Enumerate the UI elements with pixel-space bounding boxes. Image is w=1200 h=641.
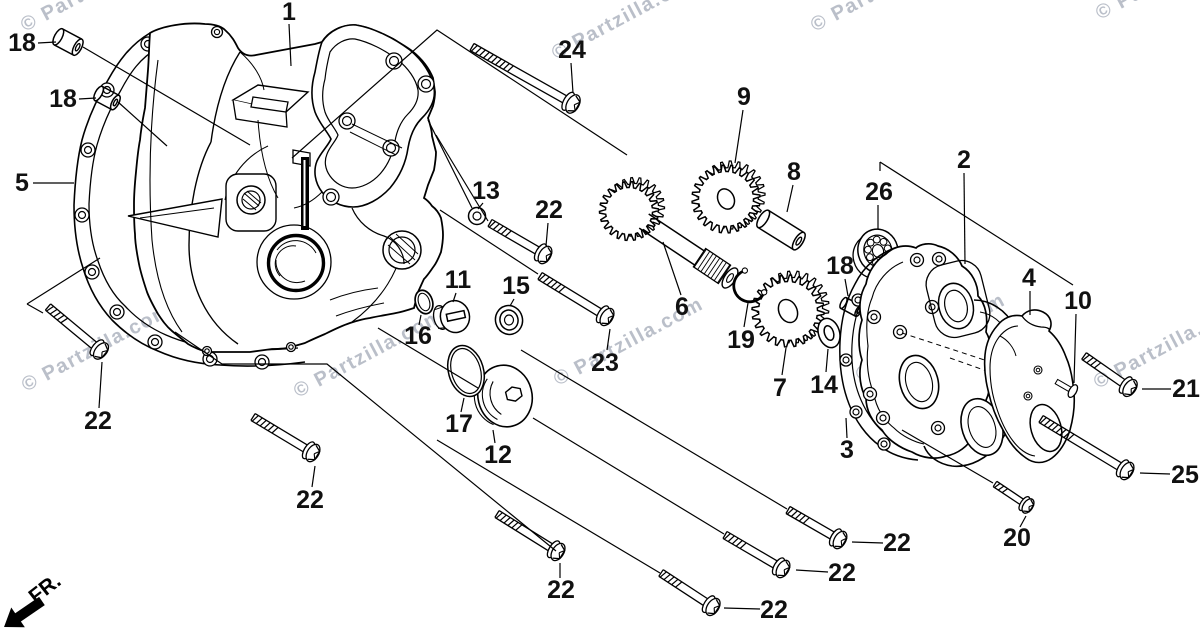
svg-text:23: 23: [591, 349, 619, 377]
svg-text:22: 22: [547, 576, 575, 604]
svg-text:22: 22: [84, 407, 112, 435]
svg-text:22: 22: [760, 596, 788, 624]
svg-text:2: 2: [957, 146, 971, 174]
svg-text:6: 6: [675, 293, 689, 321]
svg-text:22: 22: [828, 559, 856, 587]
svg-text:13: 13: [472, 177, 500, 205]
svg-text:8: 8: [787, 158, 801, 186]
svg-text:12: 12: [484, 441, 512, 469]
svg-text:14: 14: [810, 371, 838, 399]
svg-text:24: 24: [558, 36, 586, 64]
svg-text:21: 21: [1172, 375, 1200, 403]
svg-text:7: 7: [773, 374, 787, 402]
svg-text:22: 22: [883, 529, 911, 557]
svg-text:15: 15: [502, 272, 530, 300]
svg-text:22: 22: [535, 196, 563, 224]
svg-text:18: 18: [8, 29, 36, 57]
svg-text:19: 19: [727, 326, 755, 354]
svg-text:1: 1: [282, 0, 296, 26]
svg-text:16: 16: [404, 322, 432, 350]
svg-text:11: 11: [445, 266, 472, 294]
svg-text:4: 4: [1022, 264, 1036, 292]
svg-text:25: 25: [1171, 461, 1199, 489]
svg-text:18: 18: [826, 252, 854, 280]
svg-text:26: 26: [865, 178, 893, 206]
svg-text:17: 17: [445, 410, 473, 438]
svg-text:9: 9: [737, 83, 751, 111]
svg-text:3: 3: [840, 436, 854, 464]
svg-text:22: 22: [296, 486, 324, 514]
svg-text:5: 5: [15, 169, 29, 197]
svg-text:18: 18: [49, 85, 77, 113]
svg-text:10: 10: [1064, 287, 1092, 315]
svg-text:20: 20: [1003, 524, 1031, 552]
